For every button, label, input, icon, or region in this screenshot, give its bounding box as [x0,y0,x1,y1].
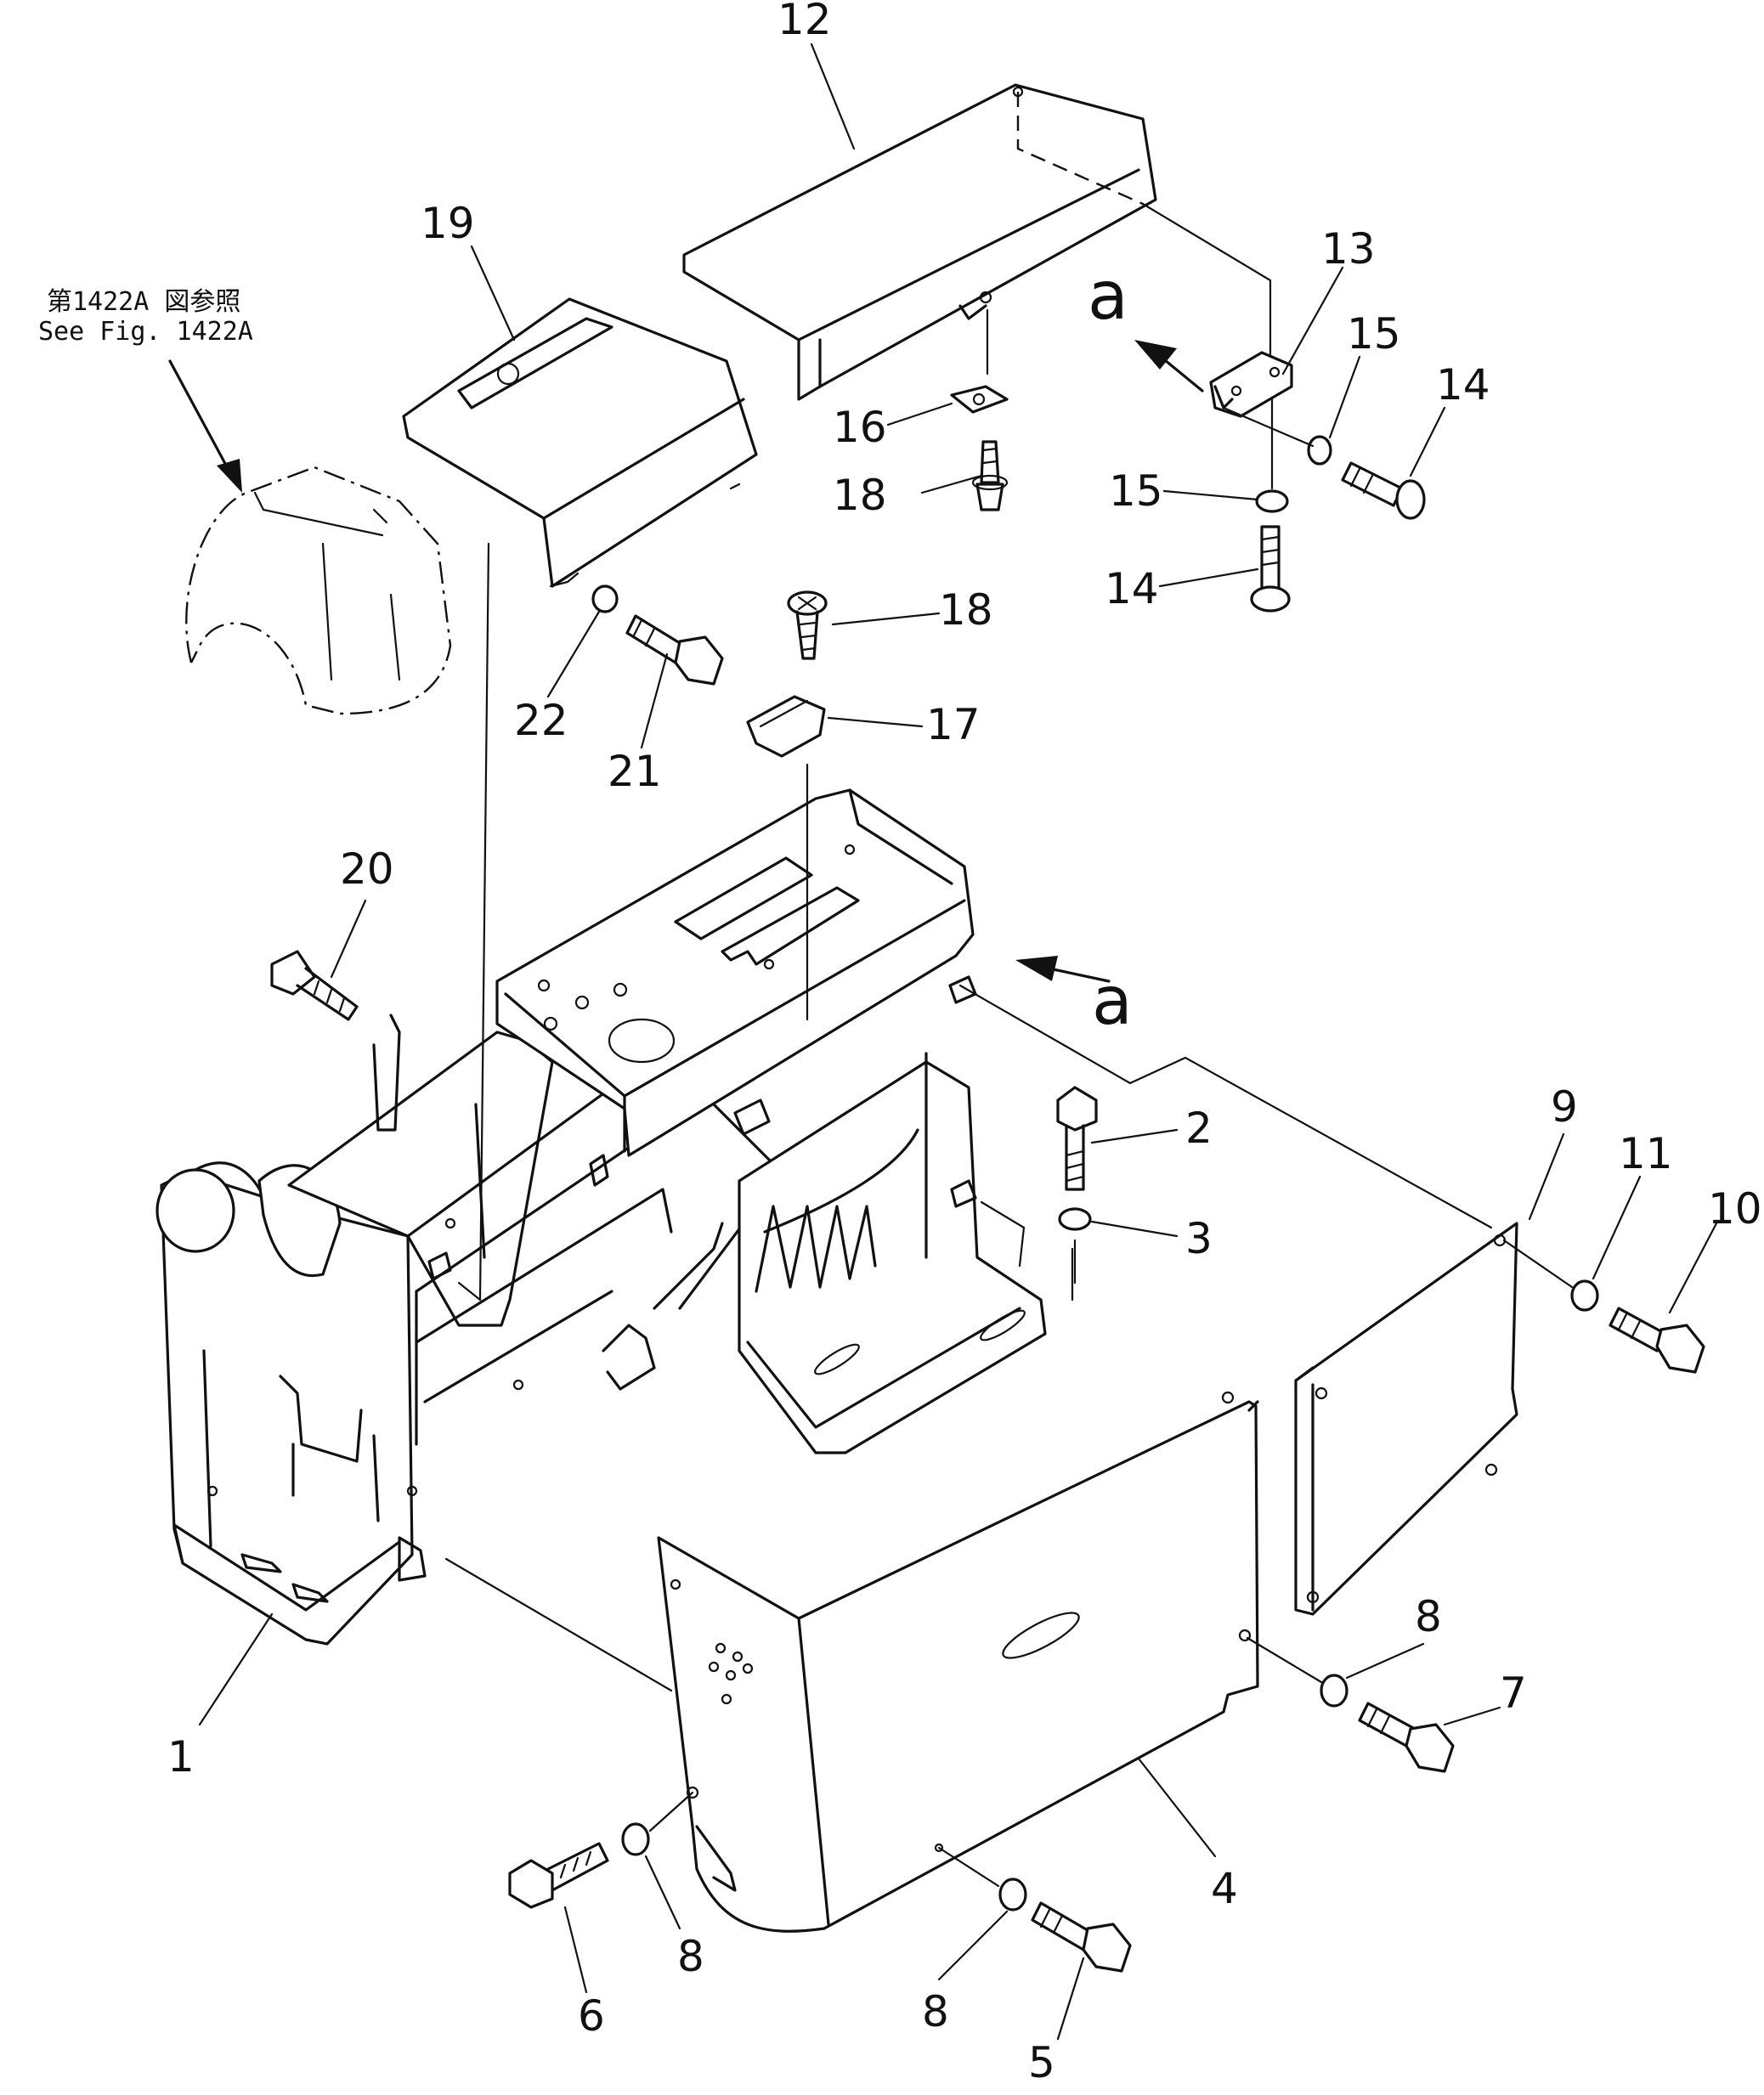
callout-5: 5 [1028,2038,1055,2087]
part-13-hinge [1209,351,1293,418]
hardware [270,351,1705,1973]
part-8-washer-bottom [998,1878,1027,1911]
view-letter-lower: a [1092,963,1133,1040]
callout-10: 10 [1708,1184,1762,1234]
callout-8-right: 8 [1415,1592,1442,1641]
part-10-bolt [1609,1307,1705,1374]
callout-15-lower: 15 [1109,466,1163,516]
callout-8-bottom: 8 [922,1987,949,2036]
part-14-bolt-lower [1250,525,1291,613]
part-16-nut-plate [950,385,1009,414]
callout-22: 22 [514,696,568,745]
part-4-lower-cover [657,1391,1259,1933]
callout-numbers: 12 19 13 15 14 15 14 16 18 18 17 22 21 2… [167,0,1762,2087]
part-6-bolt [508,1842,609,1909]
reference-note: 第1422A 図参照 See Fig. 1422A [38,287,253,493]
part-5-bolt [1031,1901,1132,1973]
callout-12: 12 [777,0,832,44]
part-20-bolt [270,950,359,1021]
callout-15-upper: 15 [1347,309,1401,359]
callout-3: 3 [1185,1214,1213,1263]
callout-2: 2 [1185,1104,1213,1153]
referenced-steering-cover [185,466,452,715]
callout-17: 17 [926,700,981,749]
callout-14-lower: 14 [1105,564,1159,613]
part-18-screw-upper [971,440,1009,511]
part-12-top-cover [682,83,1157,401]
part-18-screw-middle [787,590,828,660]
assembly-lines [444,202,1574,1888]
view-letter-upper: a [1088,258,1128,335]
part-9-side-plate [1294,1222,1518,1616]
view-arrow-lower: a [1015,956,1133,1040]
callout-4: 4 [1211,1864,1238,1913]
callout-20: 20 [340,844,394,894]
callout-21: 21 [608,747,662,796]
callout-7: 7 [1500,1669,1527,1718]
part-2-bolt [1056,1086,1098,1191]
callout-8-left: 8 [677,1932,704,1981]
callout-11: 11 [1619,1129,1673,1178]
part-3-washer [1058,1207,1092,1231]
reference-note-jp: 第1422A 図参照 [47,287,240,317]
callout-16: 16 [833,403,887,452]
callout-19: 19 [421,199,475,248]
part-21-bolt [625,614,724,686]
callout-18-upper: 18 [833,471,887,520]
view-arrow-upper: a [1088,258,1204,392]
callout-13: 13 [1321,224,1376,274]
part-8-washer-left [621,1822,650,1856]
part-15-washer-upper [1307,435,1332,466]
part-22-washer [591,584,619,613]
reference-note-en: See Fig. 1422A [38,317,253,347]
part-19-lever-cover [402,297,758,588]
callout-1: 1 [167,1732,195,1782]
callout-18-middle: 18 [939,585,993,635]
callout-9: 9 [1551,1082,1578,1132]
part-7-bolt [1358,1702,1455,1773]
part-1-console-frame [155,788,1047,1646]
part-14-bolt-upper [1341,461,1426,520]
part-11-washer [1570,1279,1599,1312]
part-8-washer-right [1320,1674,1348,1708]
part-17-clip [746,695,826,758]
part-15-washer-lower [1255,489,1289,513]
callout-14-upper: 14 [1436,360,1490,409]
leader-lines [198,42,1718,2041]
callout-6: 6 [578,1991,605,2041]
